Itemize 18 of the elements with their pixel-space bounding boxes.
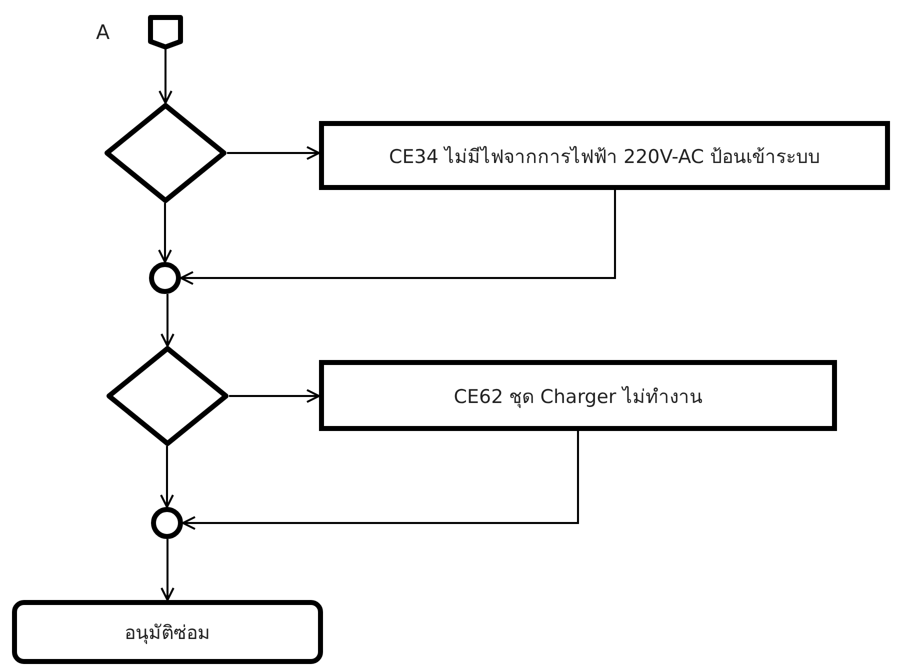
arrow [182,431,579,530]
decision-diamond [106,346,229,446]
process-box: CE62 ชุด Charger ไม่ทำงาน [319,360,837,431]
arrow [158,203,172,263]
arrow [160,446,174,508]
connector-label: A [96,20,110,44]
connector-circle [151,507,183,539]
off-page-connector [148,15,183,49]
connector-circle [149,262,181,294]
process-box: CE34 ไม่มีไฟจากการไฟฟ้า 220V-AC ป้อนเข้าระบบ [319,121,890,190]
arrow [158,49,172,104]
arrow [160,539,174,601]
arrow [180,190,616,285]
decision-diamond [104,103,227,203]
arrow [229,389,320,403]
arrow [160,294,174,347]
arrow [227,146,320,160]
terminal-box: อนุมัติซ่อม [12,600,323,664]
